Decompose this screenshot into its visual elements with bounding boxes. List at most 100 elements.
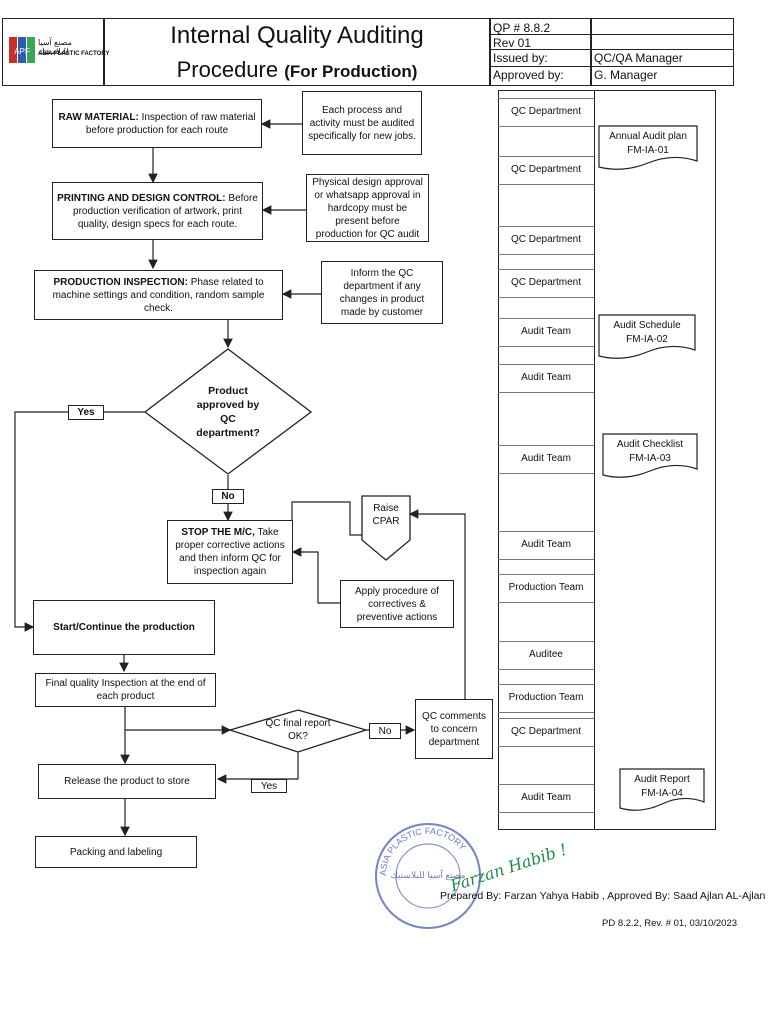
lane-row-bottom-line xyxy=(498,746,594,747)
logo-english-text: ASIA PLASTIC FACTORY xyxy=(38,51,110,57)
logo-arabic-text: مصنع آسيا للبلاستيك xyxy=(38,38,72,56)
no-label-2: No xyxy=(378,725,392,737)
document-icon xyxy=(619,768,705,811)
lane-row-bottom-line xyxy=(498,669,594,670)
document-code: FM-IA-04 xyxy=(641,788,683,799)
lane-label: Audit Team xyxy=(521,372,571,383)
printing-bold: PRINTING AND DESIGN CONTROL: xyxy=(57,192,226,204)
note-inform-box: Inform the QC department if any changes … xyxy=(321,261,443,324)
document-reference: PD 8.2.2, Rev. # 01, 03/10/2023 xyxy=(602,918,738,929)
printing-text: Before production verification of artwor… xyxy=(73,192,258,230)
start-continue-text: Start/Continue the production xyxy=(53,622,195,633)
lane-row-top-line xyxy=(498,364,594,365)
stamp-arabic-text: مصنع آسيا للبلاستيك xyxy=(391,869,466,881)
prepared-approved-text: Prepared By: Farzan Yahya Habib , Approv… xyxy=(440,890,766,902)
note-process-text: Each process and activity must be audite… xyxy=(308,104,416,142)
lane-label: QC Department xyxy=(510,234,582,245)
qp-number: QP # 8.8.2 xyxy=(493,21,551,35)
yes-label-2: Yes xyxy=(260,780,278,792)
qc-comments-box: QC comments to concern department xyxy=(415,699,493,759)
lane-label: Production Team xyxy=(508,582,584,593)
lane-row-bottom-line xyxy=(498,346,594,347)
lane-label: Audit Team xyxy=(521,453,571,464)
document-icon xyxy=(598,314,696,359)
decision-approved-text: Product approved by QC department? xyxy=(196,385,260,439)
lane-row-top-line xyxy=(498,531,594,532)
production-text: Phase related to machine settings and co… xyxy=(52,276,265,314)
document-name: Audit Schedule xyxy=(613,320,681,331)
document-icon xyxy=(598,125,698,170)
lane-row-top-line xyxy=(498,226,594,227)
logo-mark-text: APF xyxy=(14,47,30,56)
header-row-line-2 xyxy=(489,49,734,50)
title-line-2: Procedure xyxy=(176,57,279,82)
lane-row-top-line xyxy=(498,445,594,446)
decision-diamond-final xyxy=(227,709,369,753)
lane-row-bottom-line xyxy=(498,254,594,255)
raw-material-bold: RAW MATERIAL: xyxy=(58,111,139,123)
no-label-box: No xyxy=(212,489,244,504)
lane-row-bottom-line xyxy=(498,473,594,474)
lane-label: Auditee xyxy=(529,649,563,660)
header-divider-logo xyxy=(103,18,105,86)
stop-bold: STOP THE M/C, xyxy=(181,527,255,538)
release-box: Release the product to store xyxy=(38,764,216,799)
stamp-icon: ASIA PLASTIC FACTORY مصنع آسيا للبلاستيك xyxy=(375,823,481,929)
lane-label: QC Department xyxy=(510,106,582,117)
lane-row-bottom-line xyxy=(498,184,594,185)
no-label: No xyxy=(221,491,235,502)
note-inform-text: Inform the QC department if any changes … xyxy=(339,267,425,318)
lane-row-top-line xyxy=(498,718,594,719)
document-code: FM-IA-01 xyxy=(627,145,669,156)
lane-row-bottom-line xyxy=(498,392,594,393)
document-name: Audit Checklist xyxy=(616,439,684,450)
header-row-line-1 xyxy=(489,34,734,35)
note-physical-box: Physical design approval or whatsapp app… xyxy=(306,174,429,242)
header-divider-title xyxy=(489,18,491,86)
company-stamp: ASIA PLASTIC FACTORY مصنع آسيا للبلاستيك xyxy=(372,820,484,932)
lane-row-top-line xyxy=(498,156,594,157)
lane-row-bottom-line xyxy=(498,297,594,298)
rev-number: Rev 01 xyxy=(493,36,532,50)
lane-label: Audit Team xyxy=(521,539,571,550)
yes-label-box: Yes xyxy=(68,405,104,420)
lane-label: Audit Team xyxy=(521,792,571,803)
title-line-2-wrap: Procedure (For Production) xyxy=(105,57,489,83)
company-logo: APF مصنع آسيا للبلاستيك ASIA PLASTIC FAC… xyxy=(8,34,109,66)
lane-label: QC Department xyxy=(510,726,582,737)
lane-row-top-line xyxy=(498,574,594,575)
lane-label: QC Department xyxy=(510,164,582,175)
approved-by-label: Approved by: xyxy=(493,68,564,82)
lane-row-top-line xyxy=(498,318,594,319)
apply-procedure-box: Apply procedure of correctives & prevent… xyxy=(340,580,454,628)
lane-label: Production Team xyxy=(508,692,584,703)
header xyxy=(2,18,734,86)
start-continue-box: Start/Continue the production xyxy=(33,600,215,655)
stamp-ring-text: ASIA PLASTIC FACTORY xyxy=(378,826,468,876)
lane-row-bottom-line xyxy=(498,126,594,127)
packing-text: Packing and labeling xyxy=(69,846,163,858)
note-process-box: Each process and activity must be audite… xyxy=(302,91,422,155)
issued-by-value: QC/QA Manager xyxy=(594,51,683,65)
header-row-line-3 xyxy=(489,66,734,67)
production-inspection-box: PRODUCTION INSPECTION: Phase related to … xyxy=(34,270,283,320)
lane-row-bottom-line xyxy=(498,602,594,603)
lane-row-bottom-line xyxy=(498,559,594,560)
header-divider-mid xyxy=(590,18,592,86)
responsibility-table-divider xyxy=(594,90,596,830)
final-inspection-box: Final quality Inspection at the end of e… xyxy=(35,673,216,707)
lane-row-top-line xyxy=(498,641,594,642)
release-text: Release the product to store xyxy=(64,776,190,787)
lane-label: QC Department xyxy=(510,277,582,288)
issued-by-label: Issued by: xyxy=(493,51,548,65)
lane-row-top-line xyxy=(498,98,594,99)
packing-box: Packing and labeling xyxy=(35,836,197,868)
yes-label: Yes xyxy=(77,407,95,418)
printing-box: PRINTING AND DESIGN CONTROL: Before prod… xyxy=(52,182,263,240)
document-name: Annual Audit plan xyxy=(609,131,687,142)
production-bold: PRODUCTION INSPECTION: xyxy=(53,276,188,288)
decision-diamond-approved xyxy=(143,348,313,475)
